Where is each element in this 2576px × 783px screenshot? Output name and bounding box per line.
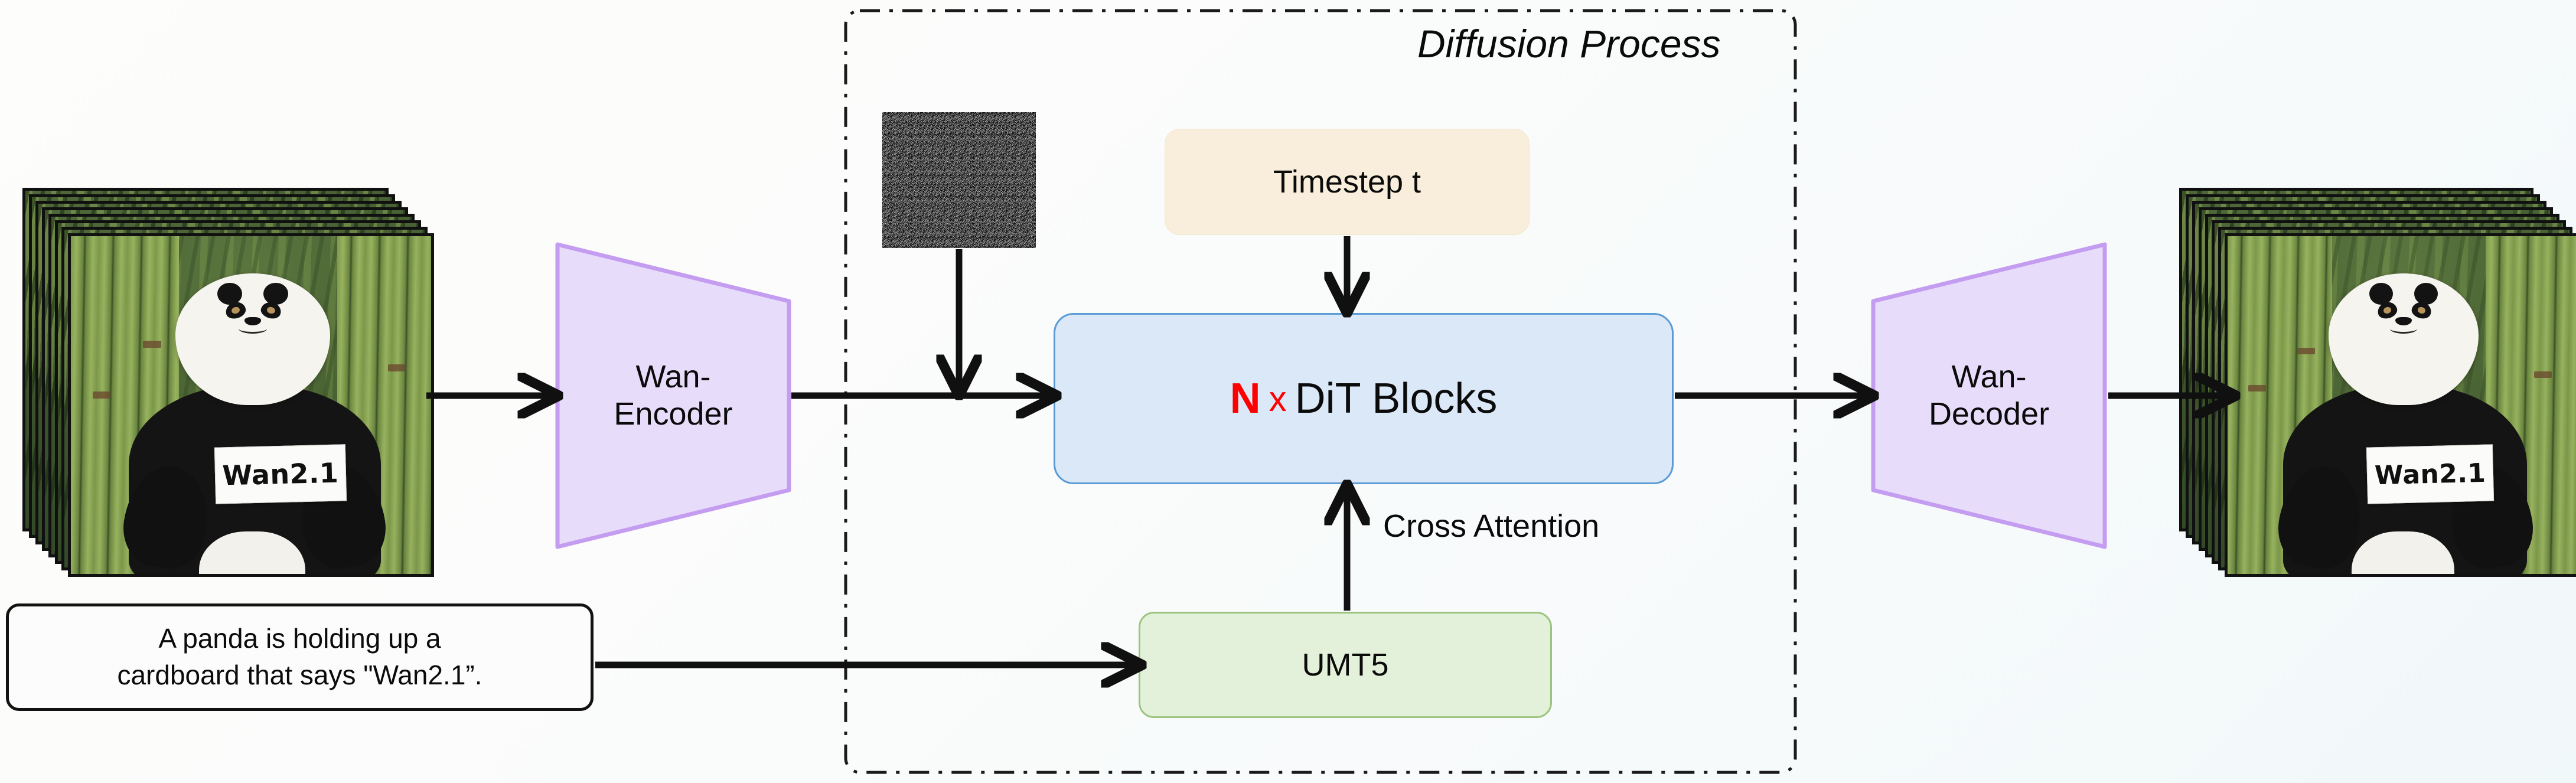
timestep-label: Timestep t (1273, 164, 1421, 200)
dit-times-symbol: x (1269, 379, 1287, 419)
dit-multiplier-n: N (1230, 375, 1261, 422)
panda-muzzle (2390, 324, 2417, 334)
panda-belly (199, 531, 305, 574)
wan-encoder-label: Wan- Encoder (614, 359, 733, 432)
input-frame-stack: Wan2.1 (22, 188, 436, 585)
umt5-node[interactable]: UMT5 (1139, 612, 1552, 718)
bamboo-node (92, 392, 111, 399)
prompt-line-1: A panda is holding up a (158, 623, 441, 654)
diffusion-process-label: Diffusion Process (1417, 22, 1721, 66)
panda-belly (2352, 531, 2454, 574)
bamboo-node (2248, 384, 2266, 392)
panda-ear-left (217, 282, 242, 305)
cardboard-sign-input: Wan2.1 (214, 443, 347, 504)
output-frame-1: Wan2.1 (2225, 233, 2576, 577)
cardboard-sign-text: Wan2.1 (221, 456, 339, 492)
wan-decoder-shape (1871, 242, 2107, 549)
panda-scene-input: Wan2.1 (71, 236, 431, 574)
panda-ear-right (2414, 282, 2438, 305)
bamboo-node (387, 364, 406, 371)
text-prompt-box[interactable]: A panda is holding up a cardboard that s… (6, 603, 594, 711)
panda-ear-right (263, 282, 289, 305)
panda-head (2329, 273, 2479, 405)
wan-encoder-node[interactable]: Wan- Encoder (555, 242, 791, 549)
panda-nose (244, 317, 262, 326)
panda-ear-left (2369, 282, 2394, 305)
cardboard-sign-text: Wan2.1 (2374, 458, 2486, 491)
panda-nose (2395, 317, 2412, 326)
panda-scene-output: Wan2.1 (2228, 236, 2576, 574)
wan-decoder-node[interactable]: Wan- Decoder (1871, 242, 2107, 549)
wan-encoder-shape (555, 242, 791, 549)
dit-blocks-label: DiT Blocks (1294, 375, 1498, 422)
input-frame-1: Wan2.1 (68, 233, 434, 577)
cross-attention-label: Cross Attention (1383, 508, 1600, 544)
gaussian-noise-patch (882, 112, 1036, 248)
wan-decoder-label: Wan- Decoder (1928, 359, 2050, 432)
prompt-line-2: cardboard that says "Wan2.1”. (117, 660, 482, 690)
panda-muzzle (239, 324, 267, 334)
bamboo-node (2534, 371, 2552, 379)
bamboo-node (143, 341, 161, 348)
cardboard-sign-output: Wan2.1 (2366, 444, 2495, 504)
output-frame-stack: Wan2.1 (2179, 188, 2576, 585)
bamboo-node (2297, 347, 2315, 355)
timestep-node[interactable]: Timestep t (1165, 129, 1530, 235)
dit-blocks-node[interactable]: N x DiT Blocks (1054, 313, 1674, 484)
umt5-label: UMT5 (1302, 647, 1389, 683)
panda-head (175, 273, 331, 405)
